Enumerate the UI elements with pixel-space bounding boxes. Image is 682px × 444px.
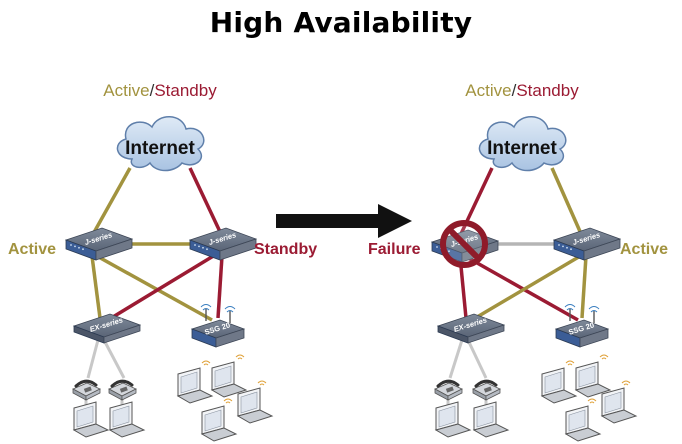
right-panel-after-failure: Active/Standby Internet J-series J-serie… <box>368 81 668 442</box>
internet-cloud-icon: Internet <box>116 115 205 172</box>
laptop-icon <box>541 367 577 404</box>
ssg20-firewall-icon: SSG 20 <box>555 303 609 348</box>
j-series-router-icon: J-series <box>553 227 621 261</box>
failed-to-ssg <box>462 253 579 322</box>
active-to-ssg <box>94 253 213 322</box>
laptop-icon <box>211 361 247 398</box>
active-uplink <box>550 167 584 237</box>
active-to-ssg <box>580 255 588 319</box>
left-active-label: Active <box>8 241 56 258</box>
ha-mode-label: Active/Standby <box>103 81 217 100</box>
active-to-switch <box>90 255 102 319</box>
ssg20-firewall-icon: SSG 20 <box>191 303 245 348</box>
laptop-icon <box>435 401 471 438</box>
ha-mode-label: Active/Standby <box>465 81 579 100</box>
laptop-icon <box>237 387 273 424</box>
laptop-icon <box>575 361 611 398</box>
ip-phone-icon <box>433 379 464 402</box>
page-title: High Availability <box>209 6 473 39</box>
laptop-icon <box>177 367 213 404</box>
ip-phone-icon <box>471 379 502 402</box>
laptop-icon <box>473 401 509 438</box>
ex-series-switch-icon: EX-series <box>437 313 505 344</box>
standby-to-ssg <box>216 255 224 319</box>
j-series-router-icon: J-series <box>65 227 133 261</box>
active-uplink <box>90 167 132 237</box>
right-active-label: Active <box>620 241 668 258</box>
arrow-right-icon <box>276 204 412 238</box>
active-to-switch <box>471 253 583 322</box>
ex-series-switch-icon: EX-series <box>73 313 141 344</box>
failure-label: Failure <box>368 241 421 258</box>
laptop-icon <box>109 401 145 438</box>
internet-label: Internet <box>125 138 195 159</box>
left-standby-label: Standby <box>254 241 317 258</box>
j-series-router-icon: J-series <box>189 227 257 261</box>
left-panel-before-failure: Active/Standby Internet J-series J-serie… <box>8 81 317 442</box>
no-entry-icon <box>440 220 488 268</box>
laptop-icon <box>565 405 601 442</box>
laptop-icon <box>73 401 109 438</box>
internet-cloud-icon: Internet <box>478 115 567 172</box>
internet-label: Internet <box>487 138 557 159</box>
standby-uplink <box>188 167 224 237</box>
ip-phone-icon <box>107 379 138 402</box>
standby-to-switch <box>107 253 216 322</box>
laptop-icon <box>201 405 237 442</box>
laptop-icon <box>601 387 637 424</box>
ip-phone-icon <box>71 379 102 402</box>
